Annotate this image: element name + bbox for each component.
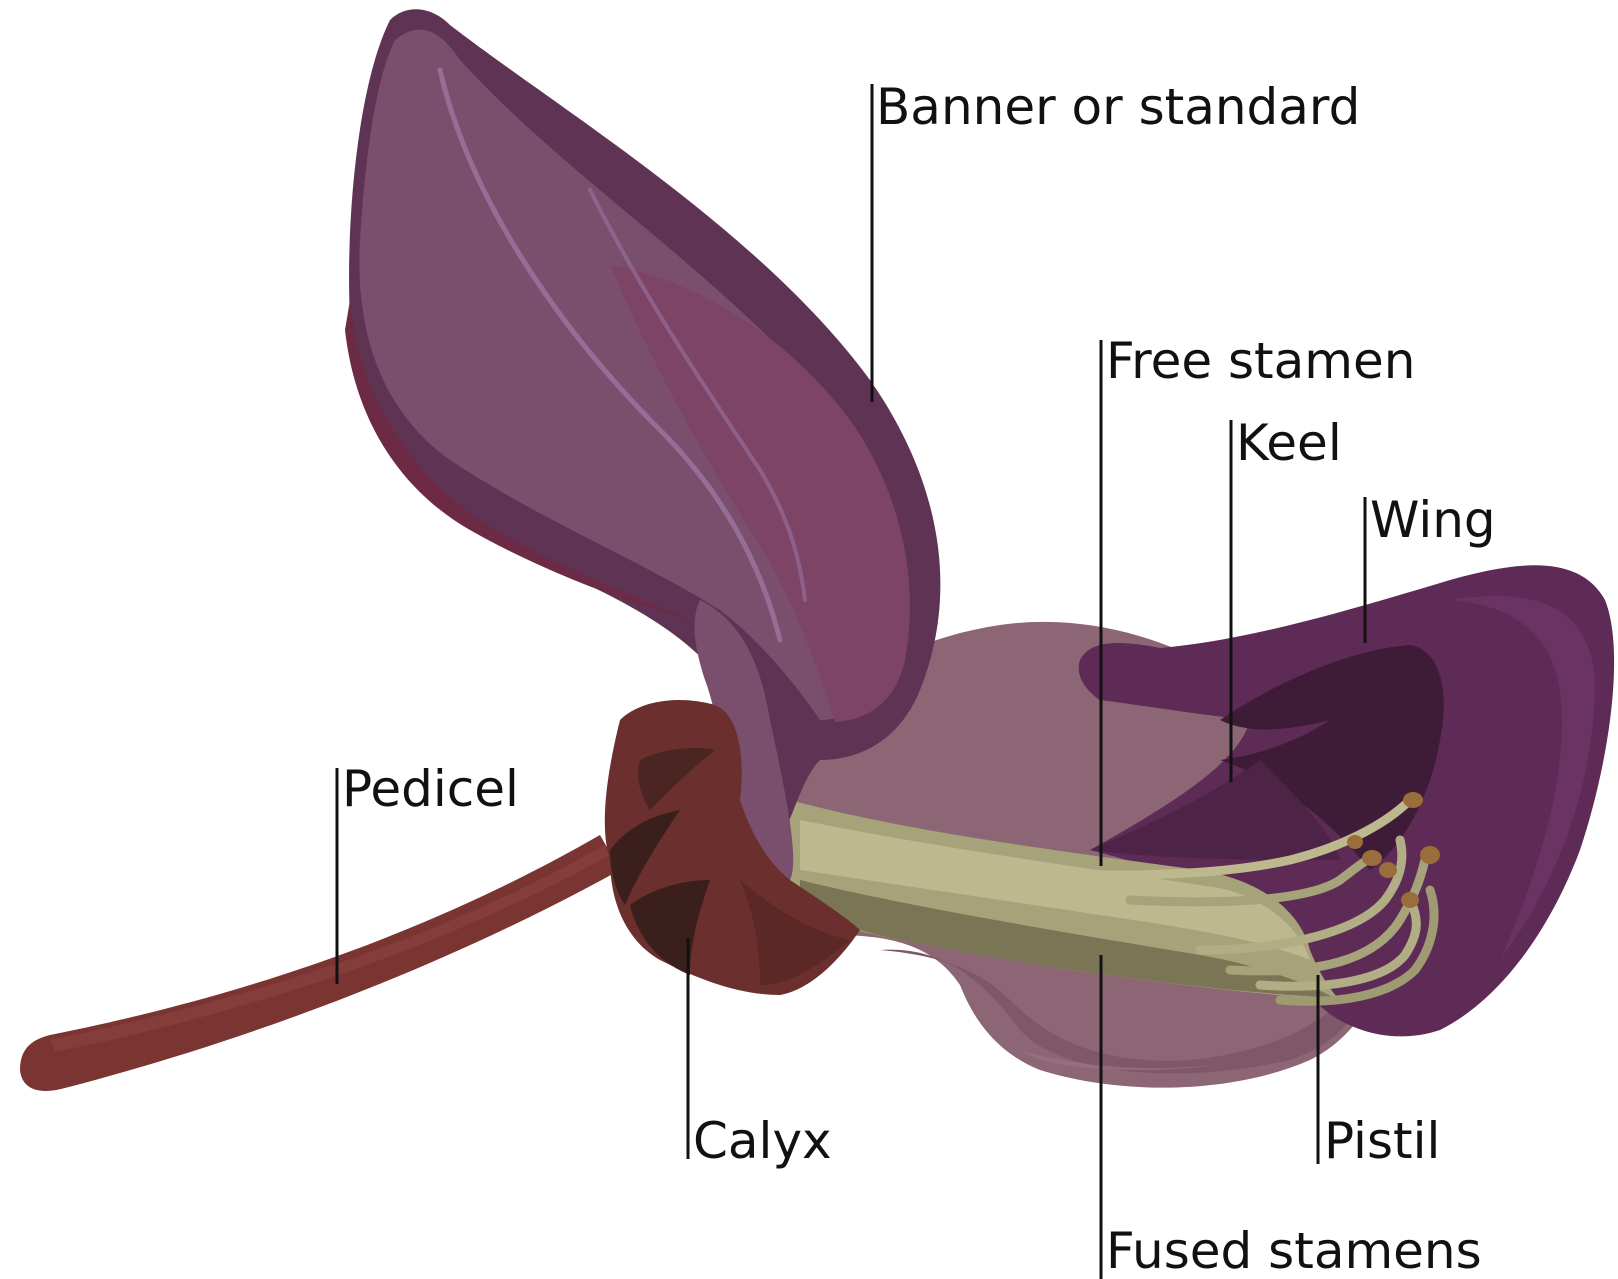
fused-stamens-label: Fused stamens bbox=[1106, 1222, 1482, 1279]
wing-label: Wing bbox=[1370, 491, 1496, 549]
free-stamen-label: Free stamen bbox=[1106, 332, 1415, 390]
pistil-label: Pistil bbox=[1324, 1112, 1440, 1170]
pedicel-label: Pedicel bbox=[342, 760, 519, 818]
calyx-label: Calyx bbox=[693, 1112, 832, 1170]
keel-label: Keel bbox=[1236, 414, 1342, 472]
pedicel-shape bbox=[20, 835, 620, 1091]
banner-label: Banner or standard bbox=[876, 78, 1360, 136]
